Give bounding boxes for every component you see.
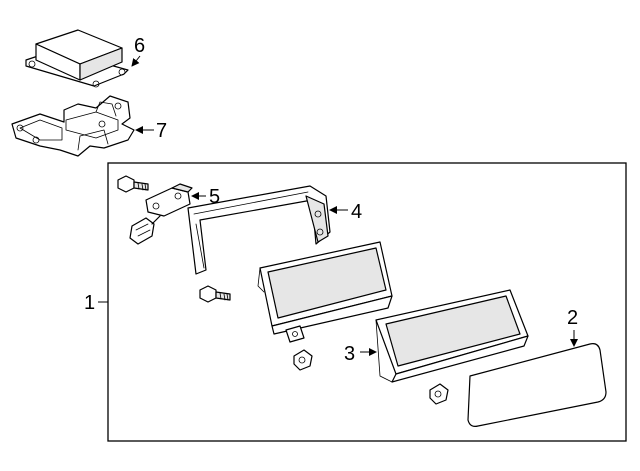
callout-label-3: 3 (344, 343, 355, 365)
bracket-part-7 (11, 95, 135, 157)
callout-label-1: 1 (84, 292, 95, 314)
callout-4: 4 (329, 201, 362, 223)
callout-label-5: 5 (209, 186, 220, 208)
callout-5: 5 (191, 186, 220, 208)
clip-left (293, 349, 313, 371)
callout-1: 1 (84, 292, 108, 314)
callout-3: 3 (344, 343, 377, 365)
bracket-part-5 (129, 183, 193, 245)
screw-lower (199, 285, 231, 303)
callout-label-4: 4 (351, 201, 362, 223)
clip-right (429, 383, 449, 405)
callout-label-6: 6 (134, 35, 145, 57)
callout-label-7: 7 (156, 120, 167, 142)
callout-label-2: 2 (567, 307, 578, 329)
control-module-part-6 (25, 29, 129, 88)
display-unit (257, 241, 393, 343)
callout-7: 7 (135, 120, 167, 142)
bezel-part-3 (375, 289, 529, 383)
screw-upper (117, 175, 149, 193)
frame-part-4 (187, 185, 331, 275)
callout-6: 6 (131, 35, 145, 67)
callout-2: 2 (567, 307, 578, 347)
glass-panel-part-2 (467, 343, 607, 427)
